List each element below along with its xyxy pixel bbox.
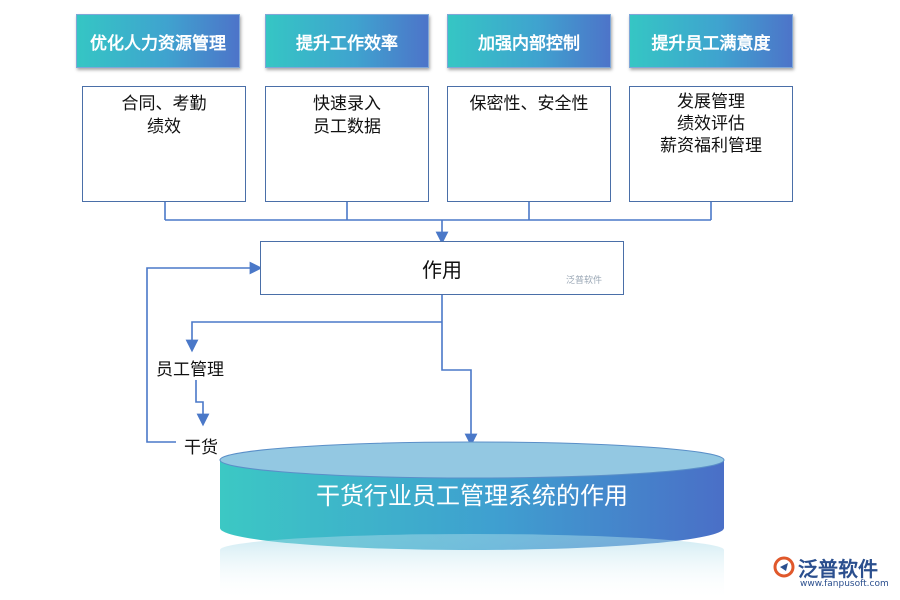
box-line: 绩效评估 — [677, 114, 745, 134]
box-line: 绩效 — [147, 117, 181, 137]
watermark-small: 泛普软件 — [566, 276, 603, 286]
box-contract-attendance: 合同、考勤 绩效 — [82, 86, 246, 202]
center-label: 作用 — [422, 257, 462, 282]
arrow-feedback — [146, 261, 263, 443]
box-line: 发展管理 — [677, 92, 745, 112]
arrow-to-ganhuo — [195, 380, 210, 427]
header-internal-control: 加强内部控制 — [447, 14, 611, 68]
arrow-to-system — [441, 322, 478, 447]
center-role-box: 作用 — [260, 241, 624, 295]
box-security: 保密性、安全性 — [447, 86, 611, 202]
arrow-to-employee-mgmt — [185, 321, 442, 353]
box-line: 保密性、安全性 — [469, 94, 589, 114]
brand-logo-icon — [773, 556, 795, 578]
ganhuo-label: 干货 — [184, 438, 218, 458]
brand-url: www.fanpusoft.com — [800, 579, 889, 589]
header-satisfaction: 提升员工满意度 — [629, 14, 793, 68]
box-line: 合同、考勤 — [121, 94, 207, 114]
box-line: 快速录入 — [313, 94, 381, 114]
box-development: 发展管理 绩效评估 薪资福利管理 — [629, 86, 793, 202]
system-title: 干货行业员工管理系统的作用 — [316, 482, 628, 510]
cylinder-reflection — [220, 534, 724, 600]
box-fast-entry: 快速录入 员工数据 — [265, 86, 429, 202]
cylinder-body — [220, 460, 724, 550]
header-hr-optimize: 优化人力资源管理 — [76, 14, 240, 68]
employee-mgmt-label: 员工管理 — [156, 360, 224, 380]
box-line: 员工数据 — [313, 117, 381, 137]
box-line: 薪资福利管理 — [660, 136, 762, 156]
cylinder-top — [219, 441, 725, 479]
header-efficiency: 提升工作效率 — [265, 14, 429, 68]
brand-name: 泛普软件 — [798, 557, 878, 581]
